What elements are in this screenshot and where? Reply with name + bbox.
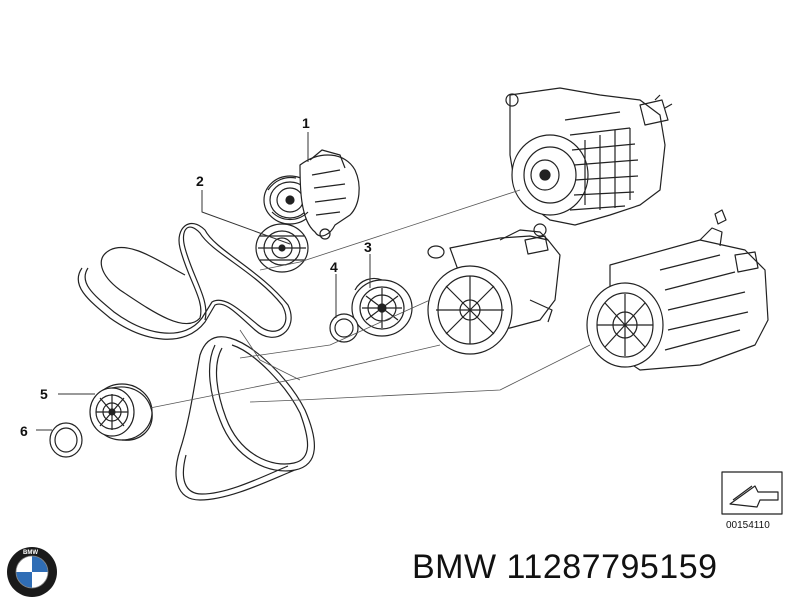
cover-cap-icon: [329, 313, 359, 343]
alternator-icon: [505, 87, 673, 237]
tensioner-icon: [263, 149, 360, 240]
alignment-line: [249, 344, 591, 403]
idler-pulley-icon: [89, 383, 153, 441]
bmw-logo-icon: BMW: [7, 547, 57, 597]
idler-pulley-icon: [255, 223, 309, 273]
alignment-line: [259, 189, 521, 271]
alignment-line: [149, 344, 441, 409]
leader-line-2: [201, 190, 291, 245]
callout-1: 1: [302, 115, 310, 131]
callout-4: 4: [330, 259, 338, 275]
ac-compressor-icon: [586, 209, 769, 371]
callout-3: 3: [364, 239, 372, 255]
power-steering-pump-icon: [427, 229, 561, 355]
brand-label: BMW: [412, 548, 497, 586]
belt-icon: [77, 223, 315, 501]
alignment-line: [239, 329, 301, 381]
diagram-code: 00154110: [726, 520, 770, 531]
logo-text: BMW: [23, 550, 38, 556]
callout-5: 5: [40, 386, 48, 402]
part-number-line: BMW 11287795159: [412, 548, 718, 587]
part-number: 11287795159: [506, 548, 718, 586]
idler-pulley-icon: [351, 277, 413, 337]
callout-2: 2: [196, 173, 204, 189]
cover-cap-icon: [49, 422, 83, 458]
callout-6: 6: [20, 423, 28, 439]
alignment-line: [239, 299, 431, 359]
arrow-symbol-icon: [721, 471, 783, 515]
